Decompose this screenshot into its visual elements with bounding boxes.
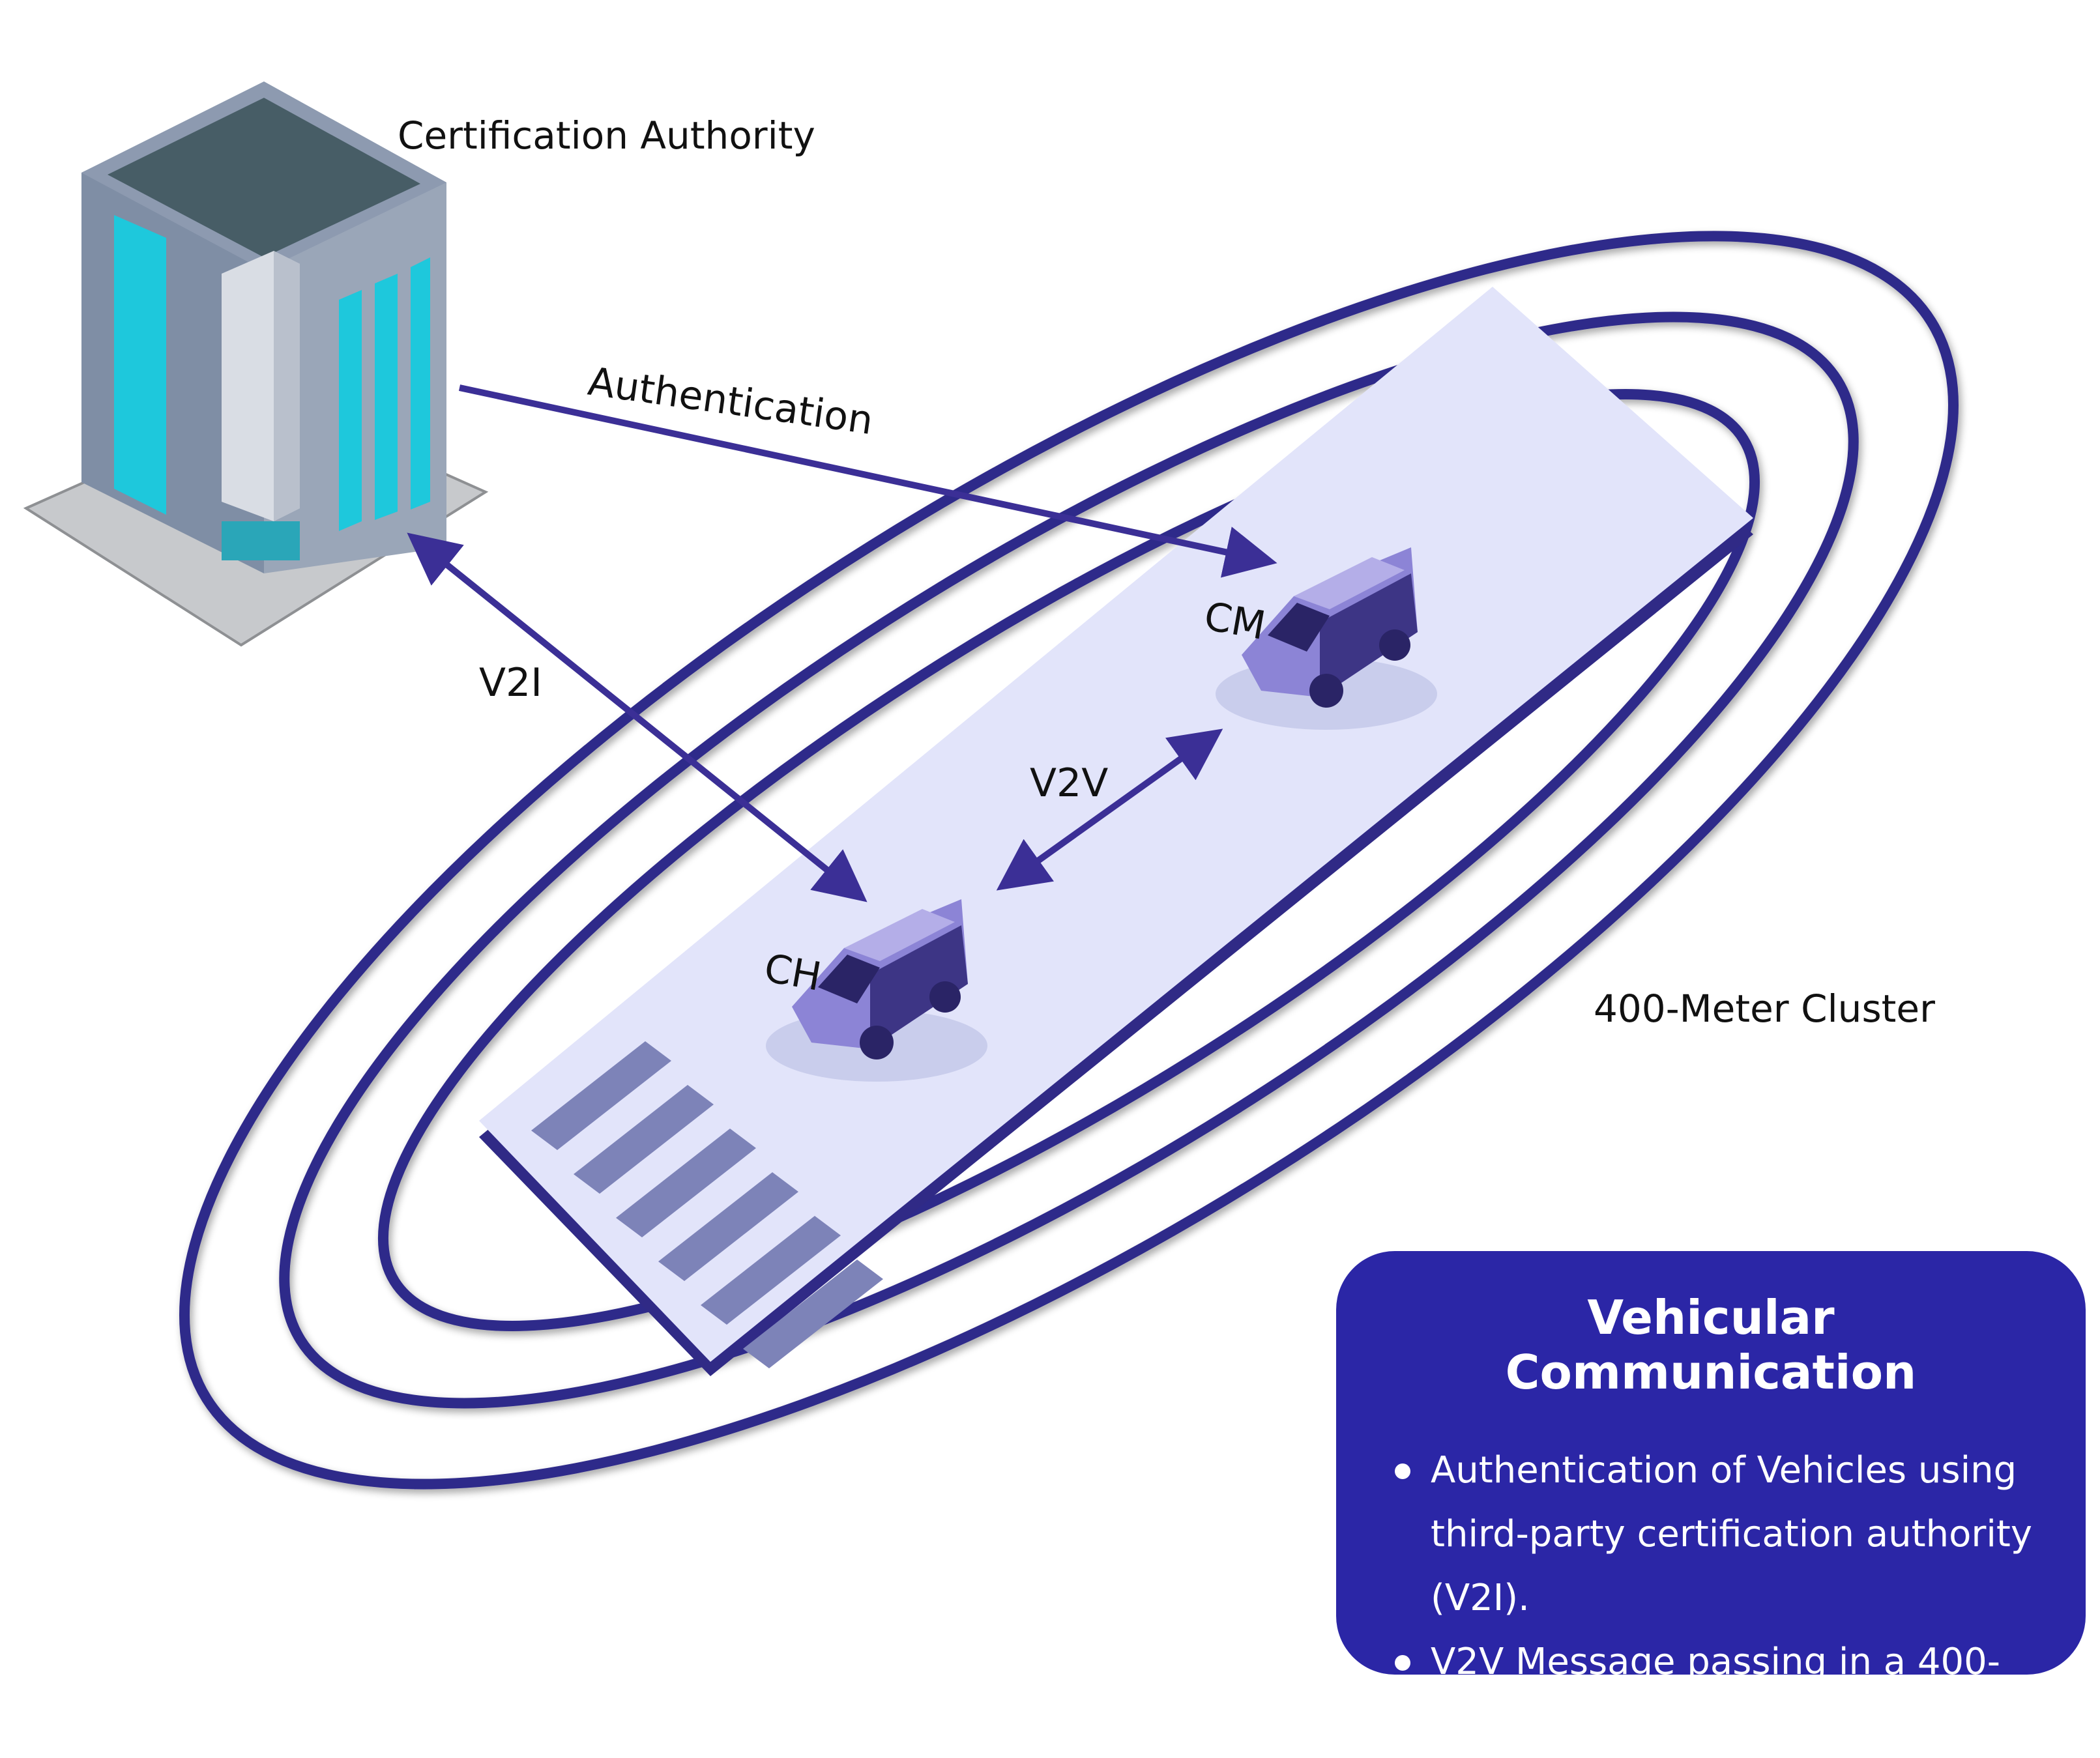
building-roof [108,98,420,257]
info-panel-list: Authentication of Vehicles using third-p… [1388,1439,2034,1758]
crosswalk-stripe [574,1085,714,1194]
vehicle-ch-icon [766,899,987,1082]
crosswalk-stripe [658,1172,798,1281]
vehicle-wheel [929,981,961,1013]
certification-authority-label: Certification Authority [398,113,815,158]
v2i-label: V2I [479,660,542,706]
info-panel: Vehicular Communication Authentication o… [1336,1251,2086,1747]
v2v-label: V2V [1030,760,1108,806]
building-tower-side [274,251,300,521]
info-panel-title: Vehicular Communication [1505,1290,1917,1400]
info-bullet: V2V Message passing in a 400-meter clust… [1388,1630,2034,1758]
vehicle-windshield [818,955,880,1003]
cm-label: CM [1201,594,1268,649]
vehicle-side [1320,573,1418,697]
crosswalk-stripe [616,1129,756,1237]
vehicle-side [870,925,968,1049]
crosswalk-stripe [701,1216,841,1325]
vehicle-wheel [860,1026,894,1059]
v2v-arrow [996,728,1223,891]
building-glass-left [114,215,166,515]
building-icon [23,81,489,647]
vehicle-cm-icon [1216,547,1437,730]
diagram-canvas: Certification Authority Authentication V… [23,81,1959,1490]
cluster-rings [179,231,1959,1490]
arrows [407,384,1277,902]
vehicle-wheel [1309,674,1343,708]
authentication-label: Authentication [585,359,876,444]
cluster-ring-inner [377,389,1760,1331]
info-bullet: Authentication of Vehicles using third-p… [1388,1439,2034,1630]
crosswalk-stripe [743,1260,883,1368]
cluster-label: 400-Meter Cluster [1594,987,1935,1031]
crosswalk [531,1041,883,1368]
ch-label: CH [761,945,824,1000]
vehicle-wheel [1379,629,1410,661]
building-glass-right-1 [339,290,362,531]
building-glass-right-2 [375,274,398,520]
authentication-arrow [458,384,1277,578]
v2i-arrow [407,532,868,902]
vehicle-roof [844,909,955,961]
building-glass-right-3 [411,257,430,510]
crosswalk-stripe [531,1041,671,1150]
building-entrance [222,521,300,560]
vehicle-roof [1294,557,1405,609]
cluster-ring-middle [279,311,1859,1409]
vehicle-windshield [1268,603,1330,652]
cluster-ring-outer [179,231,1959,1490]
